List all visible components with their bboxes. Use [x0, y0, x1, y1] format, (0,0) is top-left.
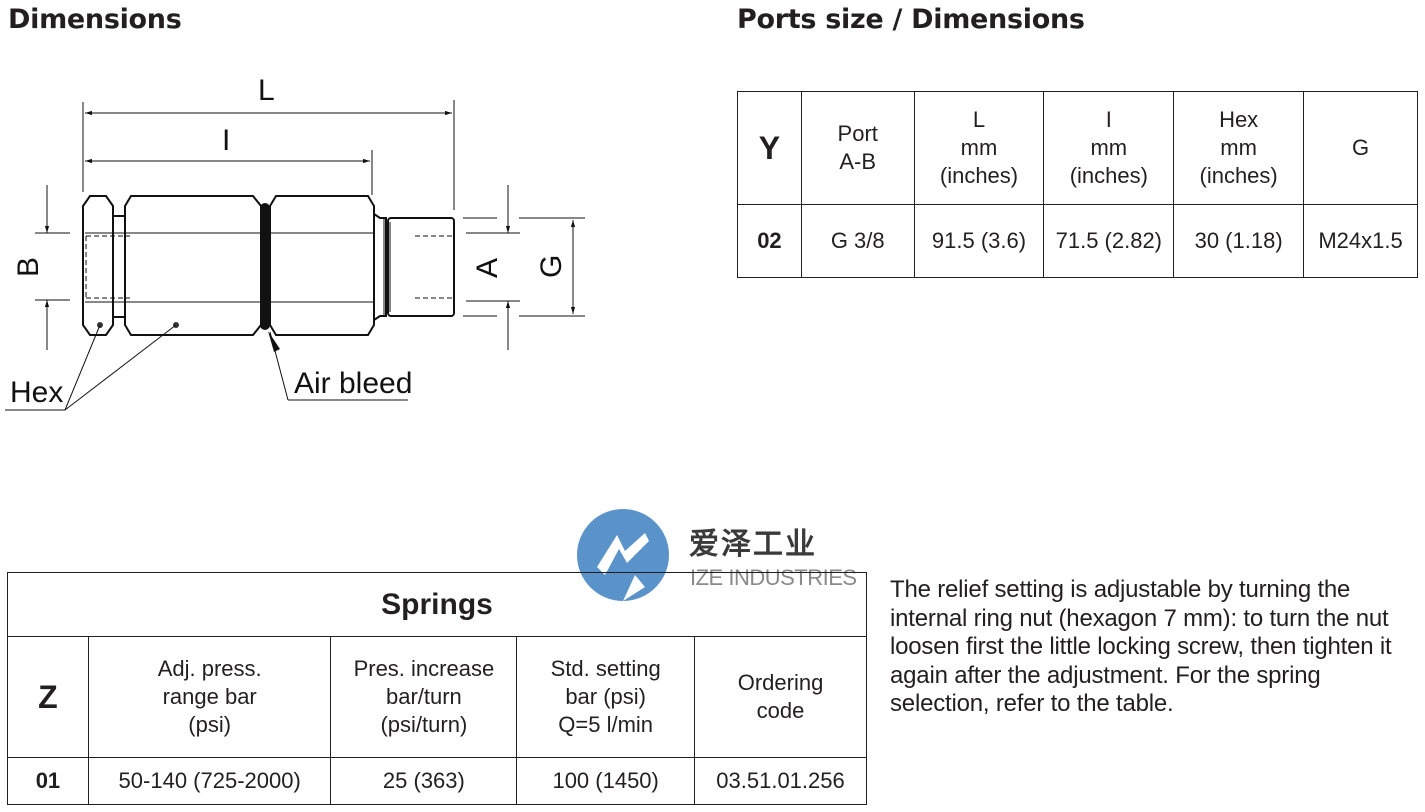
springs-table-header-row: Z Adj. press.range bar(psi) Pres. increa… [7, 636, 867, 758]
label-G: G [535, 255, 568, 278]
springs-table: Springs Z Adj. press.range bar(psi) Pres… [7, 572, 867, 805]
body-shape-right [269, 195, 375, 336]
dimension-drawing: L I B A G Hex Air bleed [5, 74, 585, 411]
table-row: 01 50-140 (725-2000) 25 (363) 100 (1450)… [7, 757, 867, 805]
ports-header-y: Y [737, 91, 802, 205]
ports-cell-y: 02 [737, 204, 802, 278]
table-row: 02 G 3/8 91.5 (3.6) 71.5 (2.82) 30 (1.18… [737, 204, 1418, 278]
ports-cell-L: 91.5 (3.6) [913, 204, 1045, 278]
threaded-stub [387, 217, 455, 317]
ports-heading: Ports size / Dimensions [737, 4, 1085, 35]
dimensions-heading: Dimensions [8, 4, 182, 35]
springs-cell-ordering-code: 03.51.01.256 [694, 757, 867, 805]
springs-table-title: Springs [7, 572, 867, 637]
springs-header-adj-range: Adj. press.range bar(psi) [87, 636, 332, 758]
springs-cell-pres-increase: 25 (363) [330, 757, 518, 805]
label-hex: Hex [10, 376, 63, 409]
label-air-bleed: Air bleed [294, 367, 412, 400]
springs-table-caption-row: Springs [7, 572, 867, 637]
springs-cell-z: 01 [7, 757, 89, 805]
body-shape [124, 195, 262, 336]
ports-header-g: G [1303, 91, 1418, 205]
label-l: I [222, 124, 230, 157]
springs-cell-std-setting: 100 (1450) [516, 757, 696, 805]
ports-cell-hex: 30 (1.18) [1173, 204, 1305, 278]
adjustment-note: The relief setting is adjustable by turn… [890, 576, 1392, 717]
air-bleed-ring [260, 203, 270, 330]
ports-cell-port: G 3/8 [800, 204, 915, 278]
hex-nut-shape [82, 195, 114, 336]
springs-header-z: Z [7, 636, 89, 758]
ports-cell-g: M24x1.5 [1303, 204, 1418, 278]
label-A: A [471, 258, 504, 278]
hex-leader-line [64, 324, 177, 411]
watermark-chinese-text: 爱泽工业 [689, 527, 817, 562]
label-B: B [12, 257, 45, 277]
label-L: L [258, 74, 275, 107]
ports-cell-l: 71.5 (2.82) [1043, 204, 1175, 278]
hex-leader-line [64, 324, 101, 411]
springs-cell-adj-range: 50-140 (725-2000) [87, 757, 332, 805]
